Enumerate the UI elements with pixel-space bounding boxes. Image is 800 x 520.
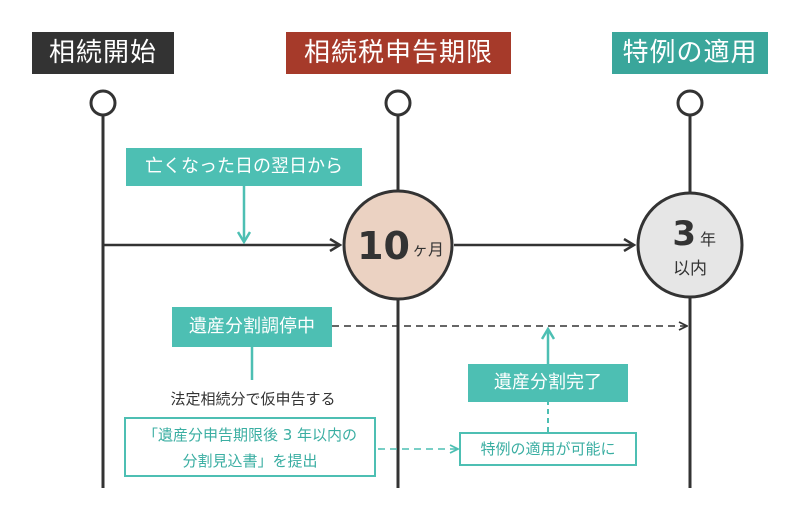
header-start: 相続開始 bbox=[32, 32, 174, 74]
label-submit-line1: 「遺産分申告期限後 3 年以内の bbox=[142, 426, 358, 444]
node-start bbox=[89, 89, 117, 117]
node-special bbox=[676, 89, 704, 117]
label-submit-line2: 分割見込書」を提出 bbox=[182, 452, 318, 470]
ten-months-unit: ヶ月 bbox=[412, 240, 445, 259]
node-deadline bbox=[384, 89, 412, 117]
ten-months-number: 10 bbox=[357, 224, 410, 268]
three-years-number: 3 bbox=[672, 214, 696, 254]
label-division-complete: 遺産分割完了 bbox=[468, 364, 628, 402]
three-years-unit: 年 bbox=[700, 230, 717, 249]
label-submit: 「遺産分申告期限後 3 年以内の 分割見込書」を提出 bbox=[124, 417, 376, 477]
label-special-possible: 特例の適用が可能に bbox=[459, 432, 637, 466]
header-deadline: 相続税申告期限 bbox=[286, 32, 511, 74]
three-years-sub: 以内 bbox=[673, 259, 707, 279]
label-from-next-day: 亡くなった日の翌日から bbox=[126, 148, 362, 186]
label-provisional: 法定相続分で仮申告する bbox=[170, 390, 336, 408]
header-special: 特例の適用 bbox=[612, 32, 768, 74]
circle-ten-months bbox=[342, 189, 454, 301]
circle-three-years bbox=[636, 191, 744, 299]
label-mediation: 遺産分割調停中 bbox=[172, 307, 332, 347]
